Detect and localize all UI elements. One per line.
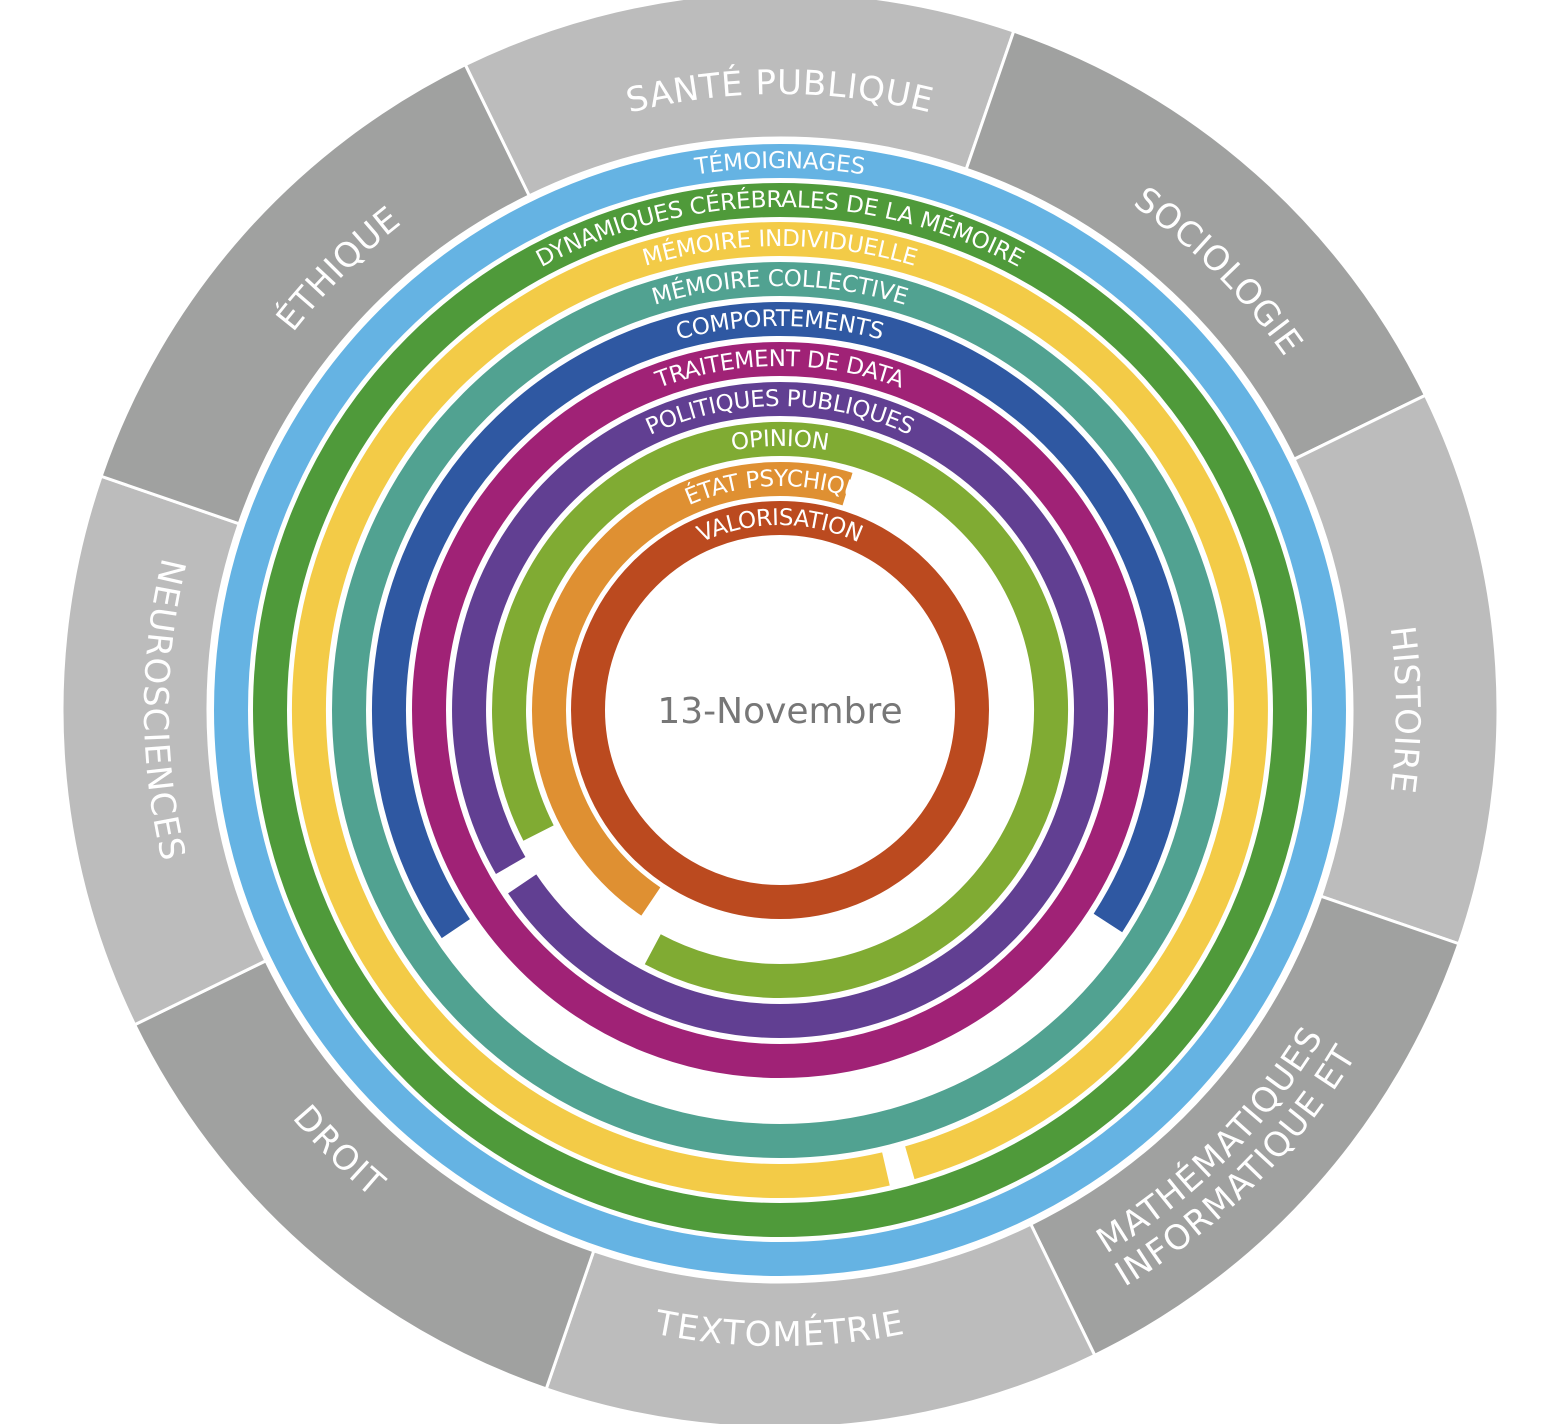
theme-ring-valorisation — [571, 501, 989, 919]
theme-label-opinion: OPINION — [729, 425, 831, 455]
discipline-sectors — [60, 0, 1500, 1424]
theme-ring-memoire-individuelle — [291, 222, 1268, 1199]
center-label: 13-Novembre — [657, 691, 902, 732]
theme-ring-etat-psychique — [531, 462, 853, 916]
theme-ring-temoignages — [214, 144, 1346, 1276]
theme-ring-dynamiques-cerebrales-de-la-memoire — [253, 183, 1307, 1237]
theme-ring-traitement-de-data — [412, 342, 1148, 1078]
theme-ring-comportements — [372, 302, 1188, 939]
discipline-label-histoire: HISTOIRE — [1382, 624, 1428, 796]
theme-ring-politiques-publiques — [452, 382, 1109, 1039]
theme-rings — [214, 144, 1346, 1276]
theme-ring-memoire-collective — [332, 262, 1228, 1158]
theme-ring-opinion — [492, 422, 1069, 998]
